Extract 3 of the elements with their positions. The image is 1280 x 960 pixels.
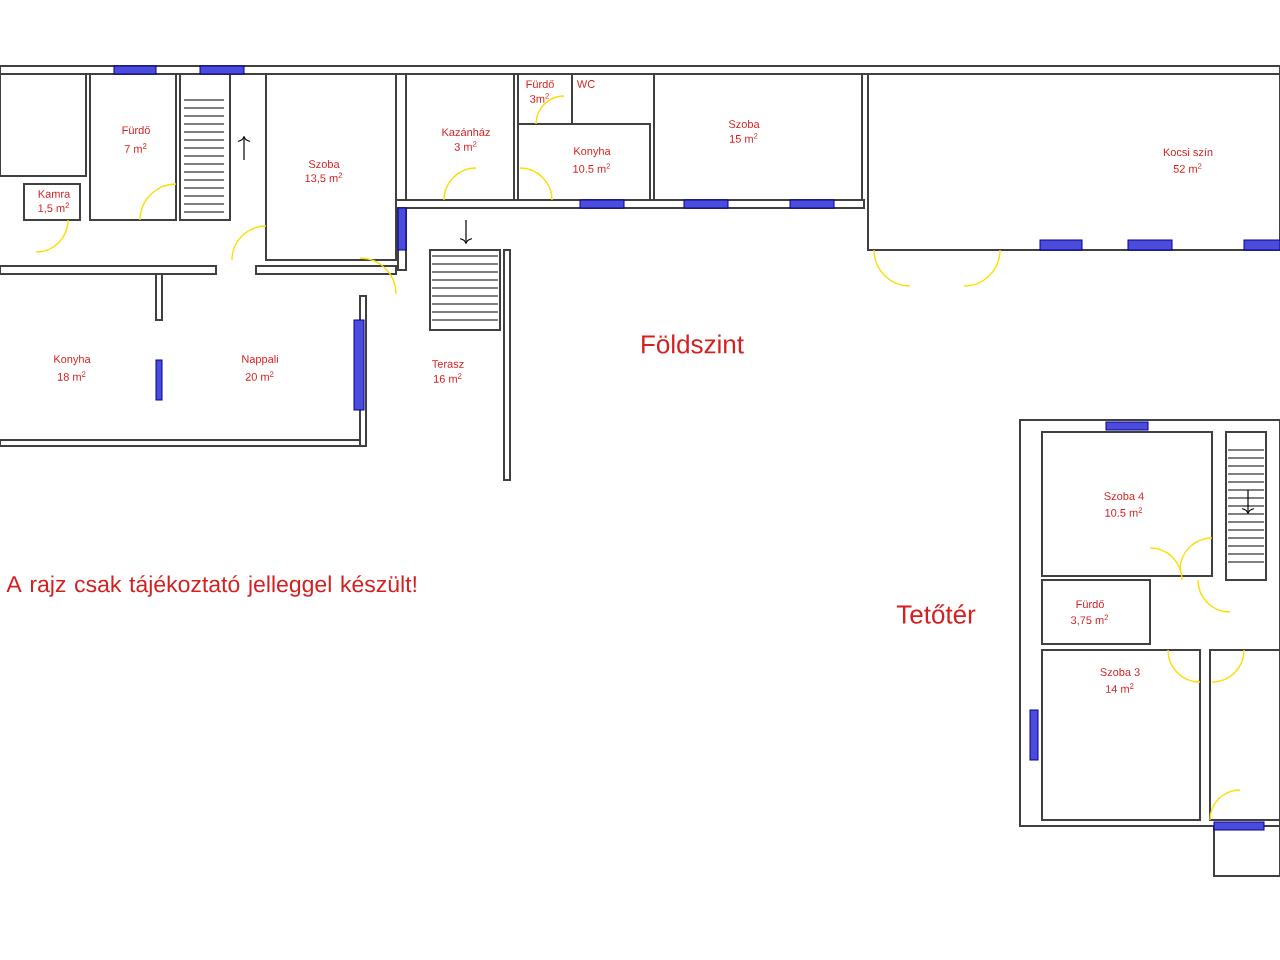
floor-title: Tetőtér [896,604,976,624]
floor-title: Földszint [642,334,744,354]
note: A rajz csak tájékoztató jelleggel készült! [6,575,416,597]
